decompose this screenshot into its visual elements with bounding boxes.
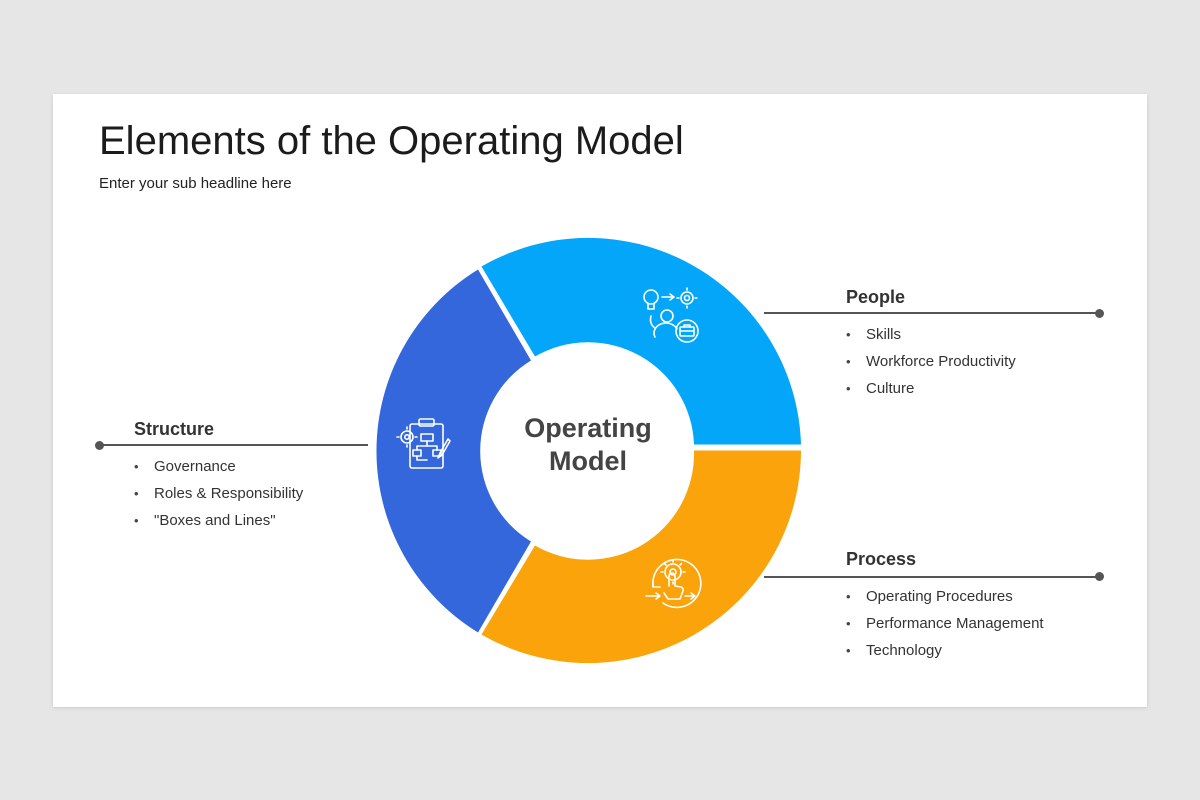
process-list: Operating Procedures Performance Managem…	[846, 583, 1044, 664]
center-label-line2: Model	[549, 446, 627, 476]
structure-block: Structure Governance Roles & Responsibil…	[134, 419, 303, 534]
people-block: People Skills Workforce Productivity Cul…	[846, 287, 1016, 402]
org-chart-clipboard-icon	[396, 418, 451, 469]
people-connector-dot	[1095, 308, 1104, 318]
list-item: Roles & Responsibility	[134, 480, 303, 507]
ring-diagram	[376, 237, 801, 664]
people-connector-line	[764, 312, 1100, 314]
structure-heading: Structure	[134, 419, 215, 439]
people-skills-icon	[643, 287, 699, 343]
slide: Elements of the Operating Model Enter yo…	[53, 94, 1147, 707]
structure-connector-dot	[95, 440, 104, 450]
process-heading: Process	[846, 549, 917, 569]
list-item: Performance Management	[846, 610, 1044, 637]
process-block: Process Operating Procedures Performance…	[846, 549, 1044, 664]
structure-list: Governance Roles & Responsibility "Boxes…	[134, 453, 303, 534]
page-title: Elements of the Operating Model	[99, 119, 684, 163]
list-item: Technology	[846, 637, 1044, 664]
structure-connector-line	[101, 444, 368, 446]
process-gear-hand-icon	[645, 558, 702, 609]
structure-segment	[376, 269, 531, 633]
list-item: Operating Procedures	[846, 583, 1044, 610]
process-connector-dot	[1095, 572, 1104, 581]
people-list: Skills Workforce Productivity Culture	[846, 321, 1016, 402]
process-segment	[481, 450, 801, 664]
list-item: Workforce Productivity	[846, 348, 1016, 375]
people-heading: People	[846, 287, 906, 307]
process-connector-line	[764, 576, 1100, 578]
people-segment	[481, 237, 801, 445]
list-item: "Boxes and Lines"	[134, 507, 303, 534]
list-item: Skills	[846, 321, 1016, 348]
center-label: Operating Model	[483, 412, 693, 478]
page-subtitle: Enter your sub headline here	[99, 175, 292, 192]
list-item: Culture	[846, 375, 1016, 402]
center-label-line1: Operating	[524, 413, 652, 443]
list-item: Governance	[134, 453, 303, 480]
